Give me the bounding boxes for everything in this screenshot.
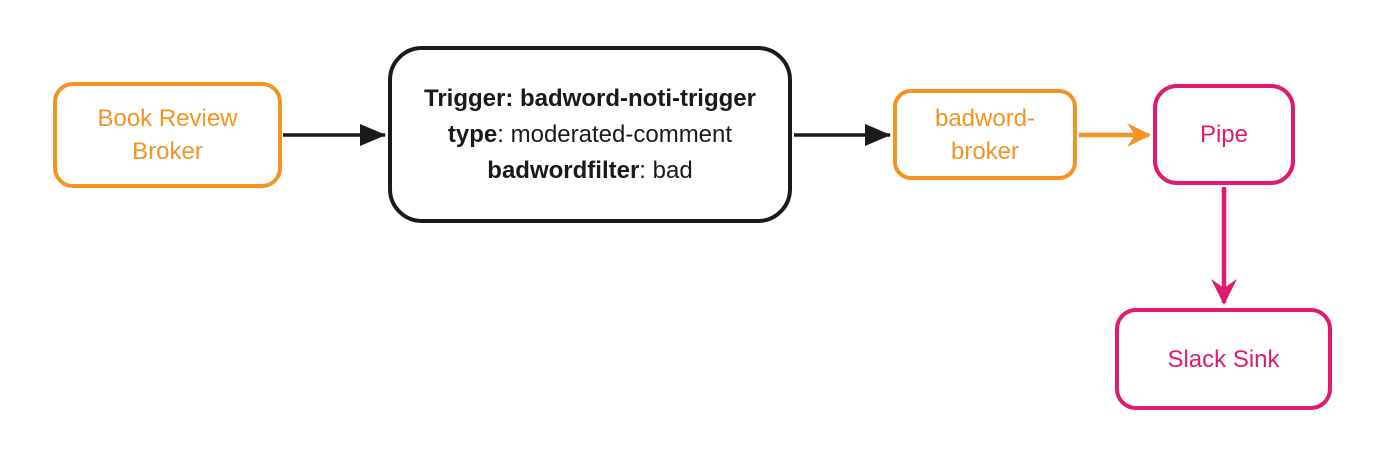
trigger-type-value: : moderated-comment [497, 120, 733, 148]
node-badword-broker: badword-broker [893, 89, 1077, 180]
node-book-review-broker-label: Book Review Broker [97, 105, 238, 165]
node-trigger: Trigger: badword-noti-trigger type: mode… [388, 46, 792, 223]
node-badword-broker-label: badword-broker [934, 104, 1036, 165]
node-pipe-label: Pipe [1199, 121, 1249, 148]
node-book-review-broker: Book Review Broker [53, 82, 282, 188]
trigger-line-2: type: moderated-comment [424, 117, 756, 153]
node-slack-sink-label: Slack Sink [1167, 345, 1280, 373]
node-pipe: Pipe [1153, 84, 1295, 185]
trigger-type-key: type [447, 120, 498, 148]
node-slack-sink: Slack Sink [1115, 308, 1332, 410]
trigger-name: Trigger: badword-noti-trigger [424, 84, 756, 112]
trigger-line-3: badwordfilter: bad [424, 153, 756, 189]
trigger-line-1: Trigger: badword-noti-trigger [424, 81, 756, 117]
trigger-text: Trigger: badword-noti-trigger type: mode… [424, 81, 756, 189]
trigger-filter-key: badwordfilter [487, 156, 640, 184]
trigger-filter-value: : bad [639, 156, 693, 184]
